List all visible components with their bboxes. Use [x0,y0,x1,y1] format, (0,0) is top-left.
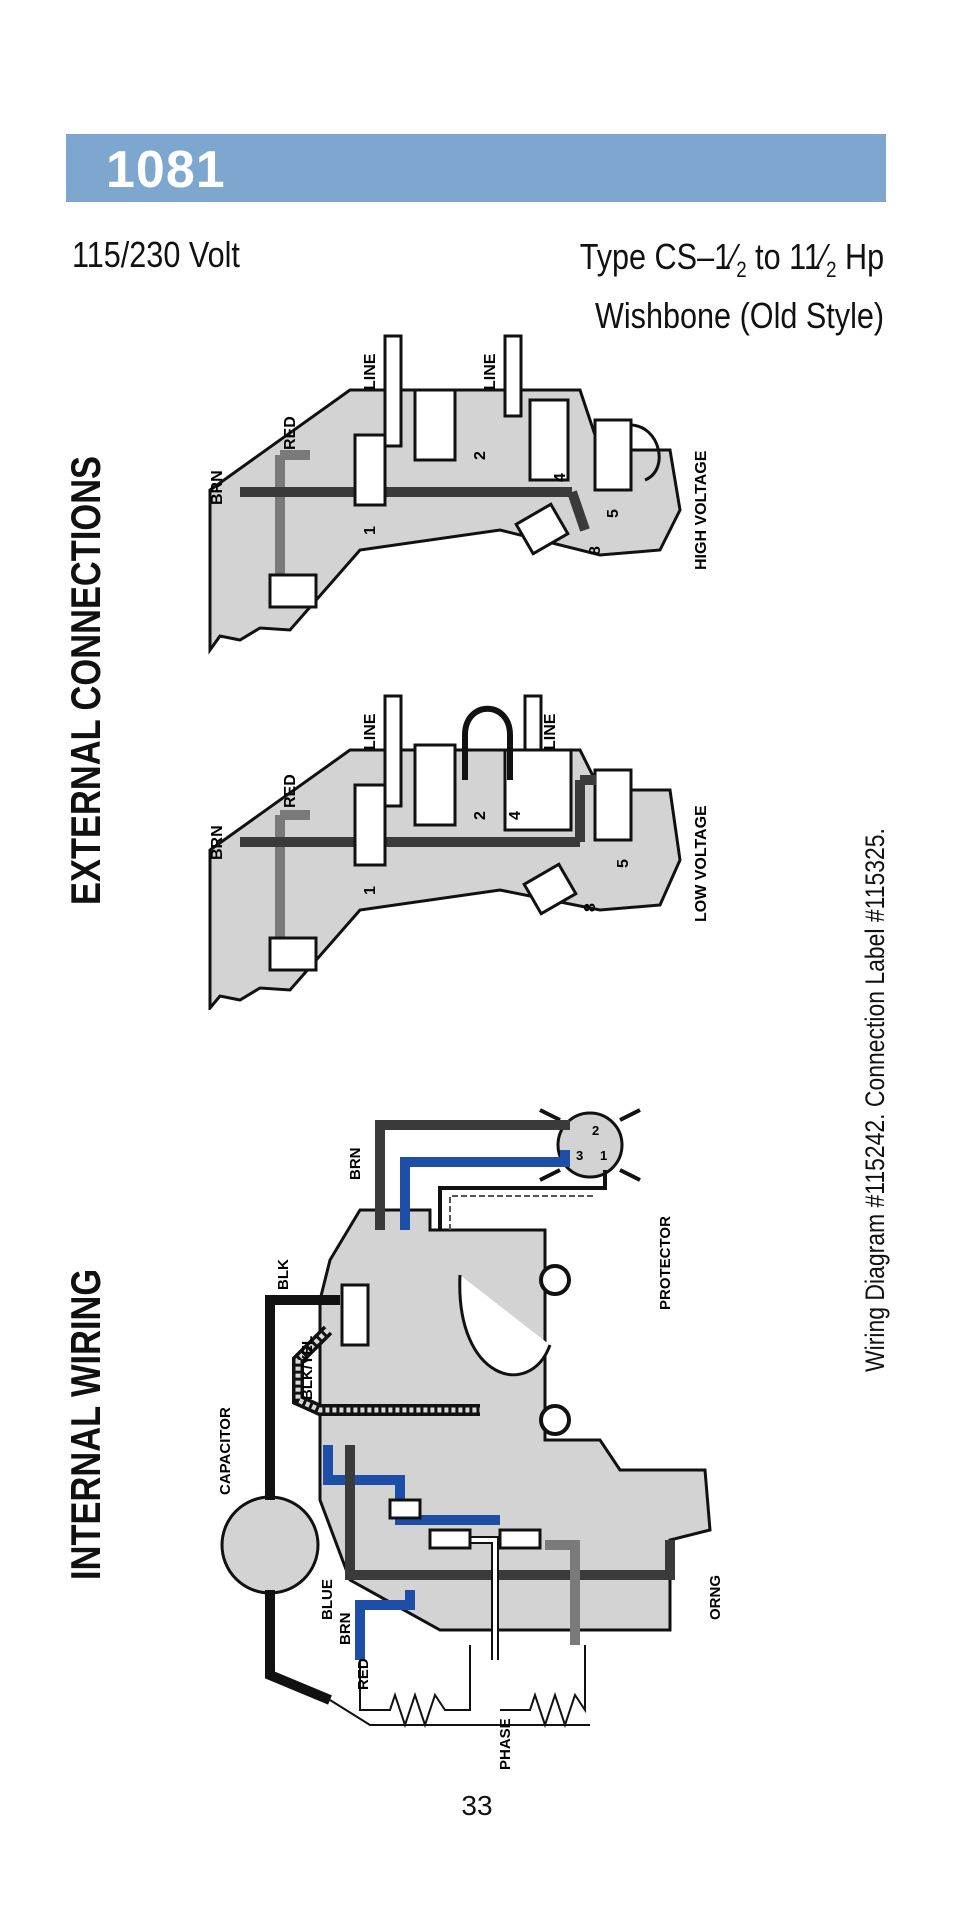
style-line: Wishbone (Old Style) [594,295,884,337]
page-number: 33 [461,1790,493,1821]
switch-body [318,1208,712,1632]
internal-wiring-diagram: 2 3 1 CAPACITOR BLK BLK/YEL BLUE BRN BRN… [217,1108,724,1770]
terminal-4: 4 [552,473,569,482]
capacitor-lead [265,1590,332,1705]
type-suffix: Hp [836,236,884,277]
label-line-a: LINE [362,353,379,390]
low-voltage-caption: LOW VOLTAGE [693,805,710,922]
label-red: RED [282,774,299,808]
fraction-two: 1⁄2 [803,236,837,283]
voltage-label: 115/230 Volt [72,234,240,275]
brn-wire-top [375,1120,570,1230]
type-middle: to 1 [746,236,804,277]
type-line: Type CS–1⁄2 to 11⁄2 Hp [580,234,884,293]
label-protector: PROTECTOR [657,1216,674,1310]
blk-wire [265,1295,340,1500]
label-brn: BRN [209,470,226,505]
model-number: 1081 [106,141,226,199]
type-block: Type CS–1⁄2 to 11⁄2 Hp Wishbone (Old Sty… [580,234,884,339]
section-title-external: EXTERNAL CONNECTIONS [62,455,109,905]
type-prefix: Type CS– [579,236,714,277]
high-voltage-diagram: BRN RED LINE LINE 1 2 4 8 5 HIGH VOLTAGE [208,334,710,655]
protector-terminal-1: 1 [600,1148,607,1163]
terminal-8: 8 [587,546,604,555]
low-voltage-diagram: BRN RED LINE LINE 1 2 4 8 5 LOW VOLTAGE [208,694,710,1010]
terminal-5: 5 [615,859,632,868]
blue-wire-top [400,1150,570,1230]
label-red: RED [355,1658,372,1690]
brn-wire-bottom [345,1445,675,1580]
protector-lead [438,1170,607,1230]
winding-left [359,1645,471,1729]
wiring-diagram-caption: Wiring Diagram #115242. Connection Label… [860,828,890,1372]
jumper-link [462,705,513,780]
terminal-4: 4 [507,811,524,820]
terminal-5: 5 [605,509,622,518]
protector-terminal-2: 2 [592,1123,599,1138]
blue-wire-bottom [323,1445,500,1525]
label-line-b: LINE [482,353,499,390]
capacitor [220,1495,320,1595]
label-orng: ORNG [707,1575,724,1620]
phase-lead [329,1699,590,1726]
label-phase: PHASE [497,1718,514,1770]
protector: 2 3 1 [539,1108,641,1182]
terminal-2: 2 [472,451,489,460]
label-blk-yel: BLK/YEL [299,1336,316,1400]
winding-right [500,1645,586,1729]
red-wire [355,1590,415,1660]
label-blk: BLK [275,1259,292,1290]
label-brn-bottom: BRN [337,1613,354,1646]
terminal-8: 8 [582,903,599,912]
label-blue: BLUE [319,1579,336,1620]
protector-terminal-3: 3 [576,1148,583,1163]
section-title-internal: INTERNAL WIRING [62,1268,109,1580]
protector-lead-inner [449,1195,595,1230]
label-line-b: LINE [542,713,559,750]
header-banner: 1081 [66,134,886,202]
high-voltage-caption: HIGH VOLTAGE [693,450,710,570]
fraction-one: 1⁄2 [713,236,747,283]
label-line-a: LINE [362,713,379,750]
terminal-1: 1 [362,886,379,895]
label-brn: BRN [209,825,226,860]
label-capacitor: CAPACITOR [217,1407,234,1495]
label-brn-top: BRN [347,1148,364,1181]
terminal-1: 1 [362,526,379,535]
orng-wire [545,1540,580,1645]
label-red: RED [282,416,299,450]
terminal-2: 2 [472,811,489,820]
